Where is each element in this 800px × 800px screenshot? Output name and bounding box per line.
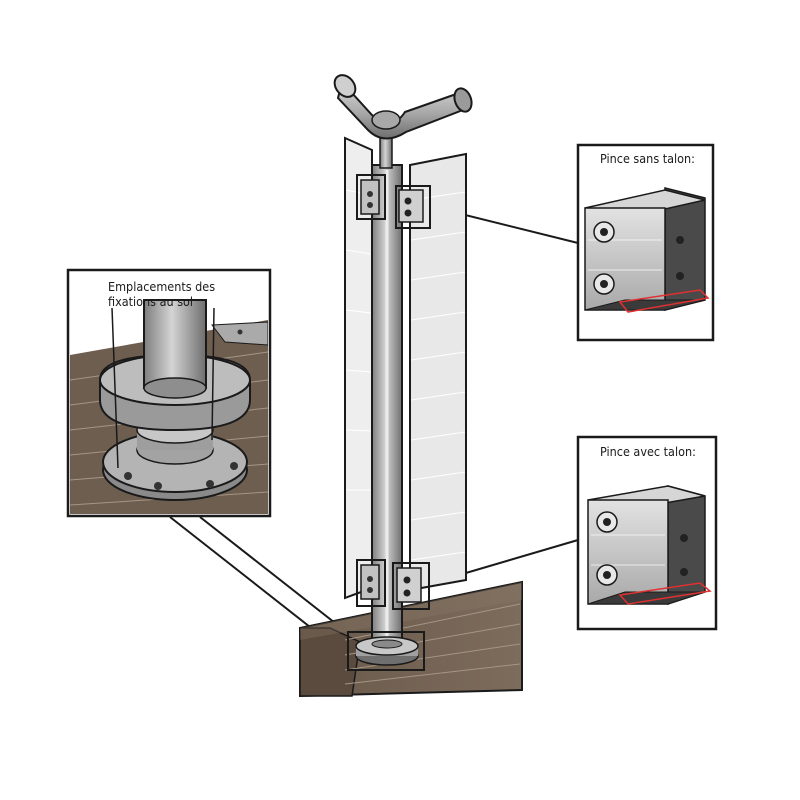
callout-floor-fixations: Emplacements des fixations au sol <box>66 268 272 518</box>
glass-clamp-top-right <box>395 185 431 229</box>
callout-clamp-with-heel: Pince avec talon: <box>576 435 718 631</box>
glass-clamp-bottom-left <box>356 559 386 607</box>
clamp-without-heel-label: Pince sans talon: <box>600 151 695 166</box>
callout-clamp-without-heel: Pince sans talon: <box>576 143 715 342</box>
glass-panel-right <box>409 152 467 592</box>
post-base-plate <box>347 631 425 671</box>
clamp-with-heel-label: Pince avec talon: <box>600 444 696 459</box>
wooden-floor-base <box>299 580 523 698</box>
glass-clamp-top-left <box>356 174 386 220</box>
handrail-elbow <box>333 74 473 140</box>
floor-fixations-label-line1: Emplacements des <box>108 279 215 294</box>
floor-fixations-label-line2: fixations au sol <box>108 294 193 309</box>
glass-clamp-bottom-right <box>392 562 430 610</box>
